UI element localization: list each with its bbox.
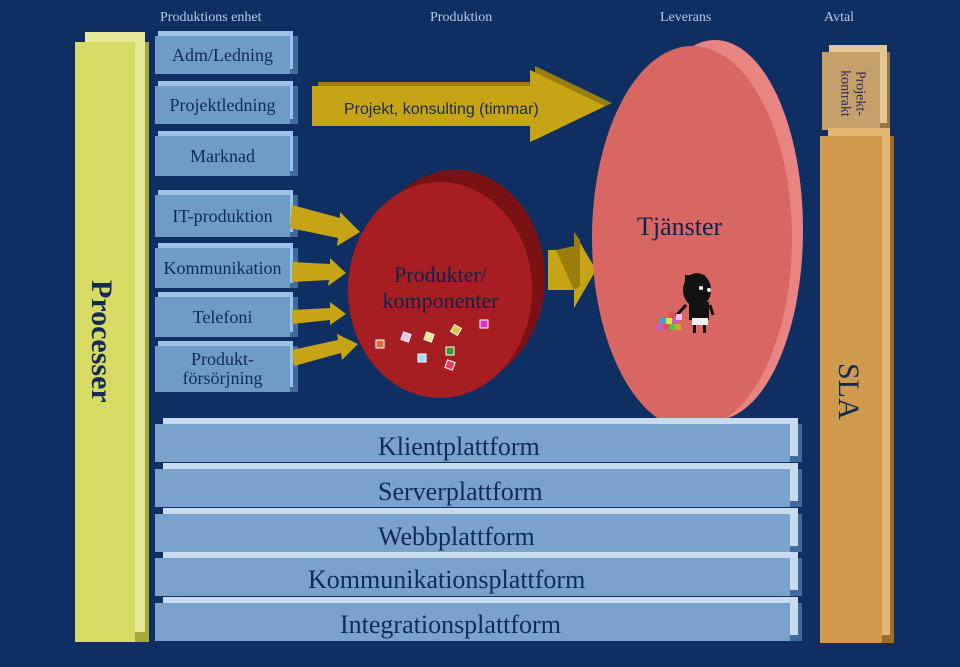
box-it-produktion: IT-produktion [155,195,290,237]
platform-label-client: Klientplattform [378,432,540,461]
building-blocks-icon [657,312,682,330]
component-squares [375,319,489,371]
platform-label-web: Webbplattform [378,522,535,551]
small-arrows [290,205,360,366]
contract-label: Projekt- kontrakt [837,69,868,117]
products-label: Produkter/ komponenter [382,262,499,314]
worker-figure-icon [674,273,715,333]
platform-label-server: Serverplattform [378,477,543,506]
process-bar [75,42,135,642]
contract-label-wrapper: Projekt- kontrakt [834,58,870,128]
box-produktforsorjning: Produkt- försörjning [155,346,290,392]
platform-slab-integration [155,603,790,641]
project-arrow-label: Projekt, konsulting (timmar) [344,101,539,118]
products-ellipse [348,170,545,398]
header-production-unit: Produktions enhet [160,10,262,25]
sla-bar [820,136,882,643]
platform-slab-client [155,424,790,462]
products-to-services-arrow [548,232,596,308]
platform-label-communication: Kommunikationsplattform [308,565,586,594]
box-kommunikation: Kommunikation [155,248,290,288]
box-marknad: Marknad [155,136,290,176]
platform-slab-communication [155,558,790,596]
header-agreement: Avtal [824,10,855,25]
platform-slab-server [155,469,790,507]
sla-label: SLA [832,363,865,420]
header-production: Produktion [430,10,493,25]
box-projektledning: Projektledning [155,86,290,124]
services-label: Tjänster [637,212,723,241]
platform-label-integration: Integrationsplattform [340,610,561,639]
project-arrow [312,66,612,142]
box-telefoni: Telefoni [155,297,290,337]
box-adm-ledning: Adm/Ledning [155,36,290,74]
header-delivery: Leverans [660,10,712,25]
contract-box [822,52,880,130]
platform-slab-web [155,514,790,552]
